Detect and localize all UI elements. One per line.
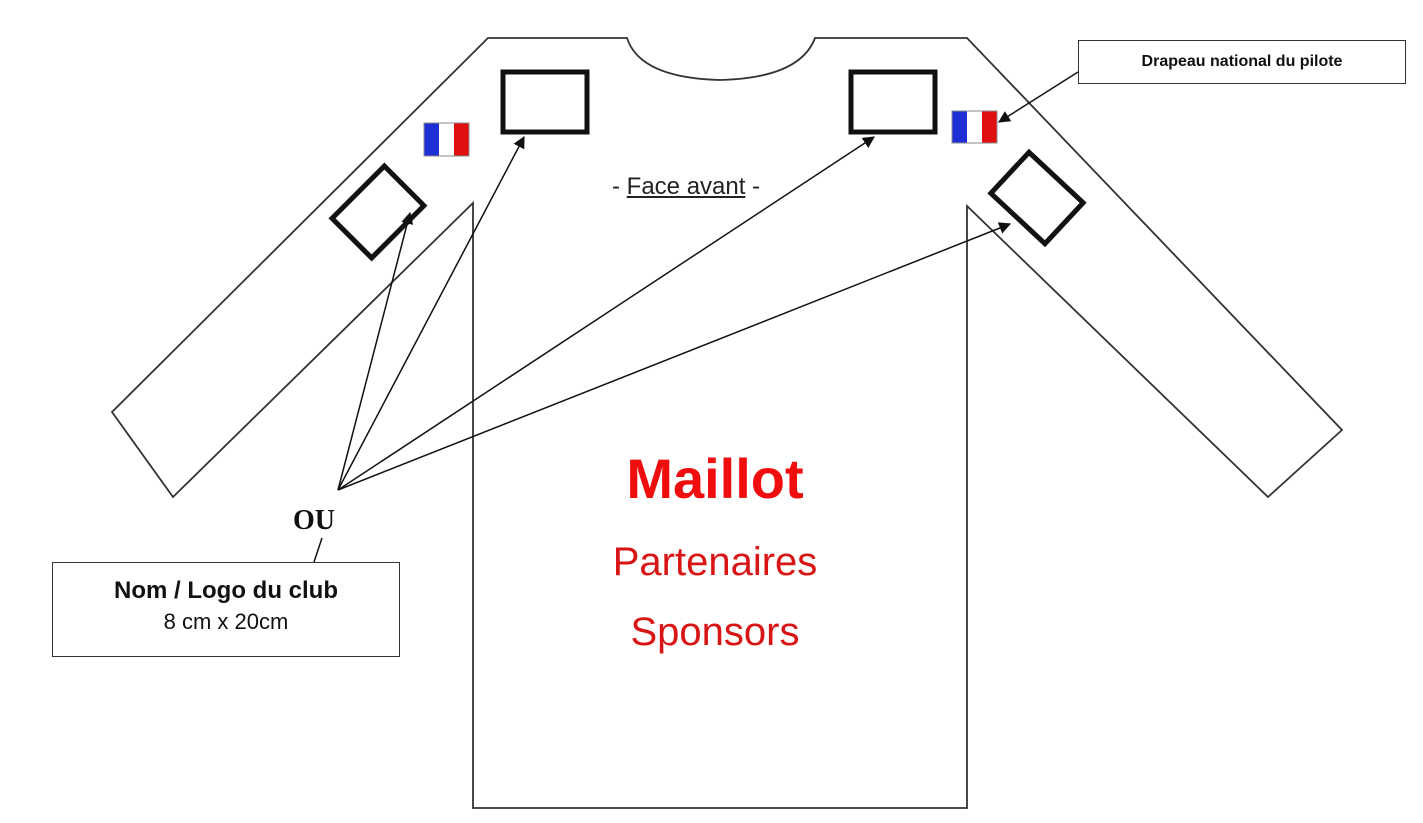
right-chest-box bbox=[848, 69, 938, 135]
ou-label: OU bbox=[293, 505, 335, 536]
flag-callout: Drapeau national du pilote bbox=[1078, 40, 1406, 84]
left-french-flag bbox=[423, 122, 470, 157]
face-avant-text: Face avant bbox=[626, 173, 746, 200]
arrow-to-left-sleeve bbox=[337, 211, 414, 491]
arrow-to-right-flag bbox=[997, 71, 1079, 123]
maillot-line-sponsors: Sponsors bbox=[630, 610, 800, 654]
left-chest-box bbox=[500, 69, 590, 135]
jersey-outline bbox=[110, 37, 1344, 809]
arrow-to-left-chest bbox=[337, 135, 525, 491]
arrow-to-right-chest bbox=[337, 136, 876, 491]
right-french-flag bbox=[951, 110, 998, 144]
club-callout: Nom / Logo du club 8 cm x 20cm bbox=[52, 562, 400, 657]
face-avant-prefix: - bbox=[612, 173, 627, 200]
left-sleeve-box bbox=[328, 162, 428, 262]
maillot-line-partenaires: Partenaires bbox=[612, 540, 818, 584]
maillot-title: Maillot bbox=[626, 447, 804, 510]
face-avant-suffix: - bbox=[745, 173, 761, 200]
face-avant-label: - Face avant - bbox=[612, 173, 760, 201]
club-callout-size: 8 cm x 20cm bbox=[163, 609, 289, 634]
arrow-to-right-sleeve bbox=[337, 222, 1012, 491]
ou-connector-line bbox=[313, 537, 323, 563]
club-callout-title: Nom / Logo du club bbox=[114, 577, 338, 604]
right-sleeve-box bbox=[987, 148, 1087, 248]
